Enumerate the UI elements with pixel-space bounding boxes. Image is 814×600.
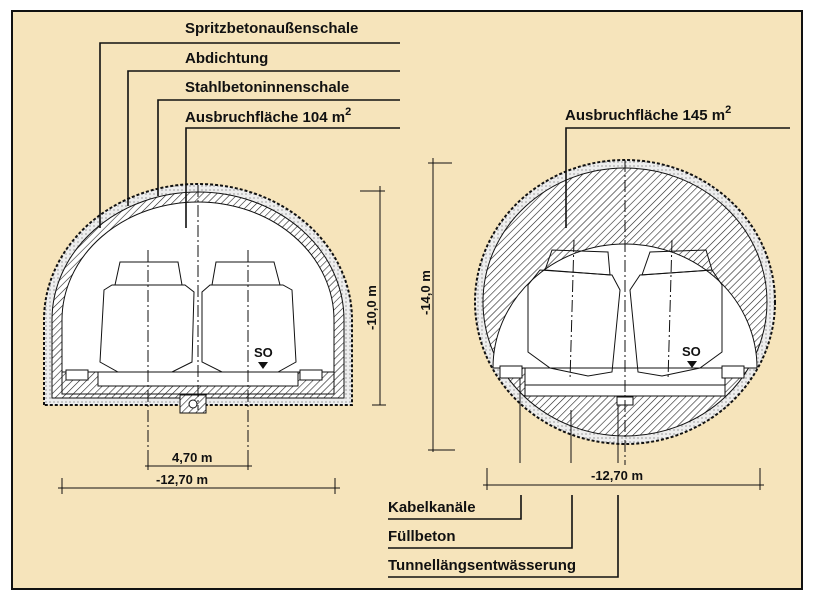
left-width-dimension: -12,70 m — [156, 472, 208, 487]
label-excavation-left: Ausbruchfläche 104 m2 — [185, 106, 351, 126]
label-shotcrete: Spritzbetonaußenschale — [185, 20, 358, 37]
left-so-label: SO — [254, 345, 273, 360]
right-tunnel: SO — [474, 159, 776, 465]
left-train-1 — [99, 261, 195, 373]
left-dimensions: -10,0 m 4,70 m -12,70 m — [58, 186, 386, 494]
left-tunnel: SO — [43, 183, 353, 460]
left-track-spacing-dimension: 4,70 m — [172, 450, 212, 465]
label-waterproofing: Abdichtung — [185, 50, 268, 67]
right-train-1 — [527, 249, 621, 377]
left-height-dimension: -10,0 m — [364, 285, 379, 330]
right-dimensions: -14,0 m -12,70 m — [418, 158, 764, 490]
label-fill-concrete: Füllbeton — [388, 528, 456, 545]
left-labels: Spritzbetonaußenschale Abdichtung Stahlb… — [99, 20, 400, 228]
label-excavation-right: Ausbruchfläche 145 m2 — [565, 104, 731, 124]
left-train-2 — [201, 261, 297, 373]
right-height-dimension: -14,0 m — [418, 270, 433, 315]
right-width-dimension: -12,70 m — [591, 468, 643, 483]
right-so-label: SO — [682, 344, 701, 359]
right-train-2 — [629, 249, 723, 377]
right-labels: Ausbruchfläche 145 m2 Kabelkanäle Füllbe… — [388, 104, 790, 578]
label-drainage: Tunnellängsentwässerung — [388, 557, 576, 574]
label-cable-ducts: Kabelkanäle — [388, 499, 476, 516]
label-inner-lining: Stahlbetoninnenschale — [185, 79, 349, 96]
